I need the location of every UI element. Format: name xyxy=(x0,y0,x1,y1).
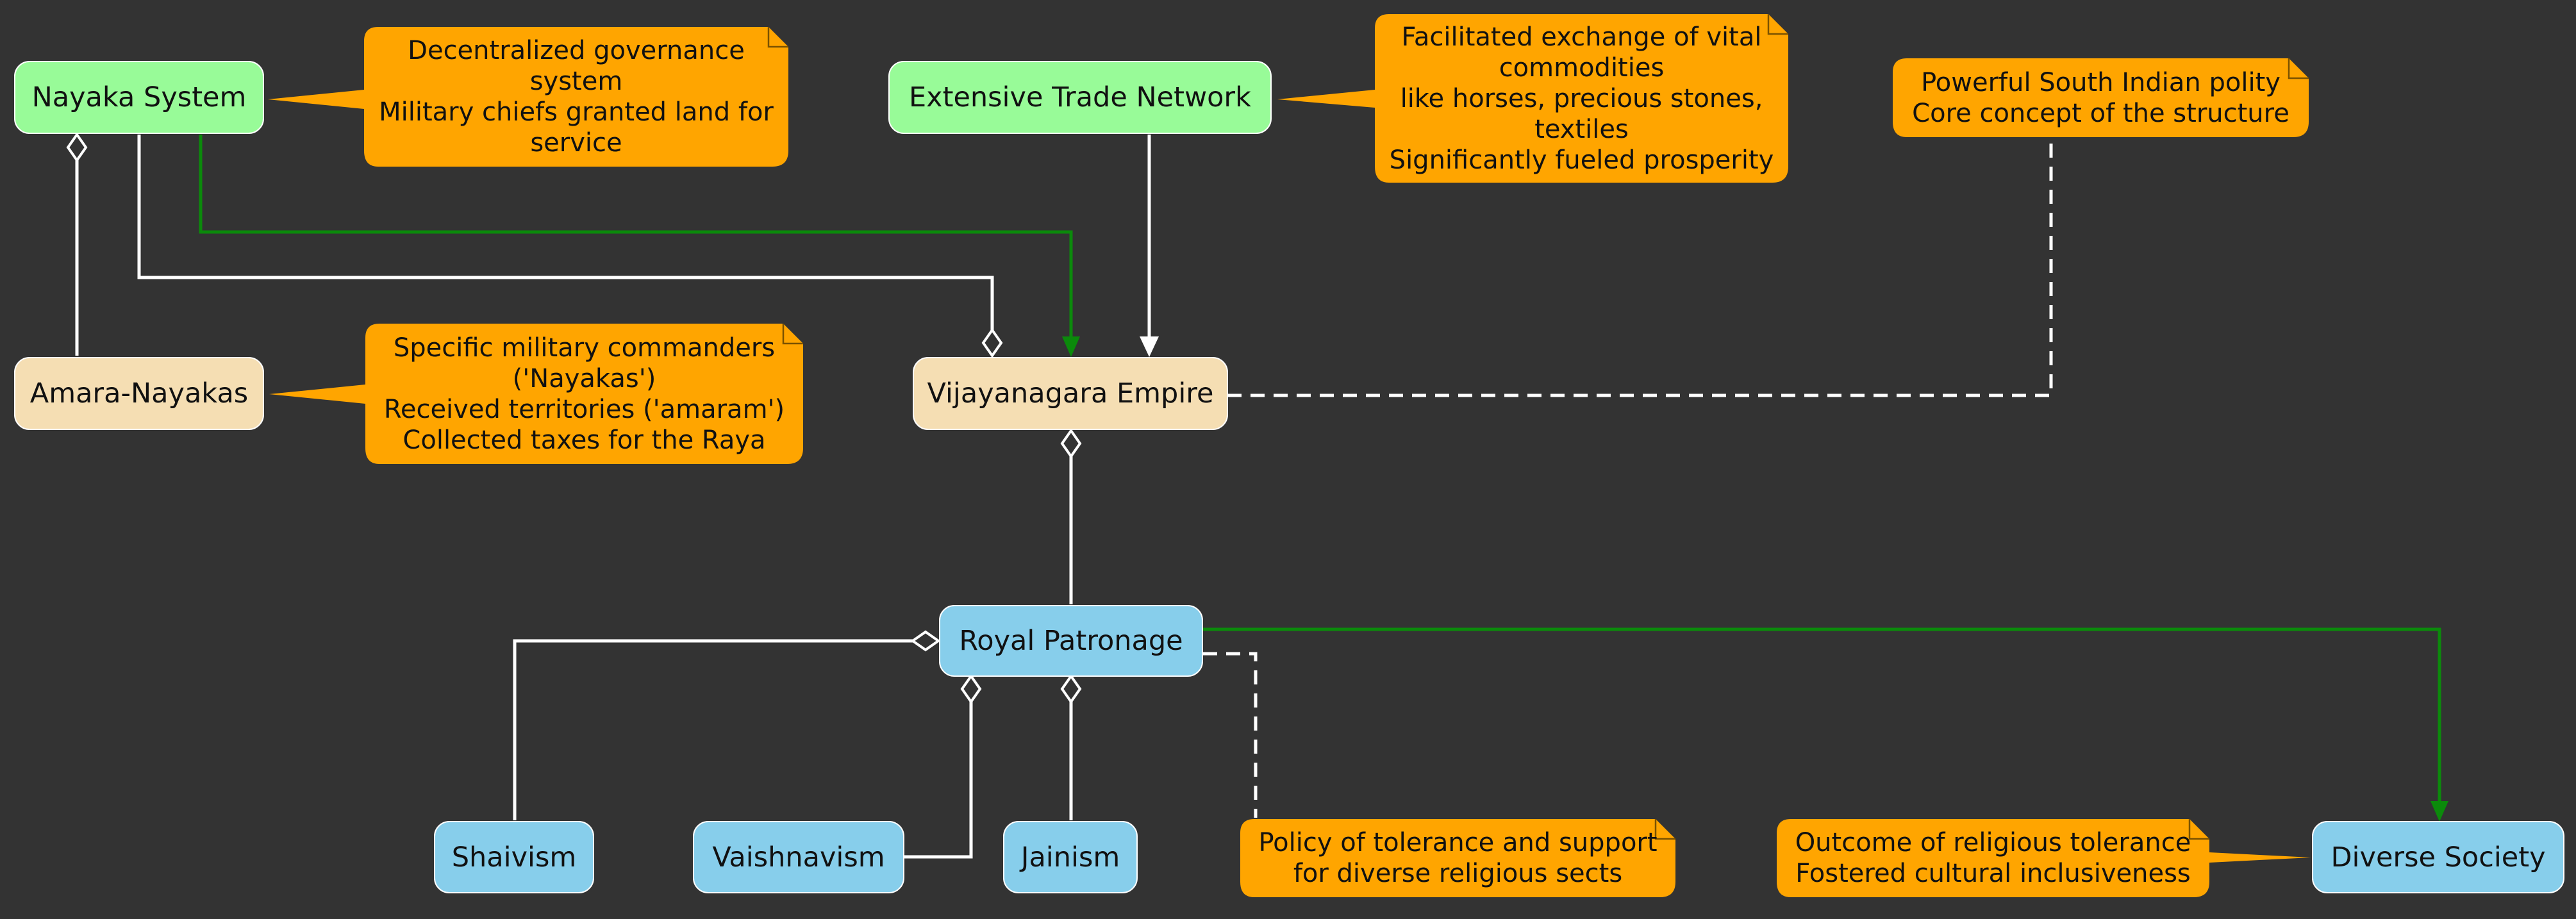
note-shape-outcome xyxy=(1777,819,2311,897)
green-arrowhead-society xyxy=(2431,801,2448,822)
node-shaivism[interactable]: Shaivism xyxy=(434,821,594,893)
note-shape-polity xyxy=(1893,58,2309,137)
note-line: ('Nayakas') xyxy=(512,363,656,393)
note-trade-network: Facilitated exchange of vital commoditie… xyxy=(1375,14,1788,183)
node-jainism[interactable]: Jainism xyxy=(1003,821,1138,893)
note-amara-nayakas: Specific military commanders ('Nayakas')… xyxy=(365,324,803,464)
note-line: textiles xyxy=(1534,114,1629,144)
note-shape-amara xyxy=(269,324,803,464)
green-arrowhead-vijayanagara xyxy=(1062,336,1080,357)
note-line: Collected taxes for the Raya xyxy=(403,425,766,455)
green-edge-patronage-society xyxy=(1203,627,2441,809)
note-nayaka-system: Decentralized governance system Military… xyxy=(364,27,788,167)
note-shape-trade xyxy=(1277,14,1788,183)
node-diverse-society[interactable]: Diverse Society xyxy=(2312,821,2564,893)
note-line: for diverse religious sects xyxy=(1293,859,1623,888)
note-line: commodities xyxy=(1499,53,1665,83)
note-line: Policy of tolerance and support xyxy=(1258,828,1658,857)
note-line: Military chiefs granted land for xyxy=(379,97,774,127)
note-line: system xyxy=(529,67,623,96)
note-religious-tolerance-policy: Policy of tolerance and support for dive… xyxy=(1240,819,1675,897)
note-line: Received territories ('amaram') xyxy=(383,394,785,424)
white-arrowhead-vijayanagara xyxy=(1140,336,1159,357)
edge-patronage-vaishnavism xyxy=(904,702,973,859)
edge-patronage-shaivism xyxy=(513,639,913,820)
note-line: Decentralized governance xyxy=(408,36,745,65)
note-line: Significantly fueled prosperity xyxy=(1389,145,1774,175)
note-shape-nayaka xyxy=(268,27,788,167)
note-line: Outcome of religious tolerance xyxy=(1795,828,2191,857)
note-tolerance-outcome: Outcome of religious tolerance Fostered … xyxy=(1777,819,2209,897)
node-extensive-trade-network[interactable]: Extensive Trade Network xyxy=(888,61,1272,134)
diamond-vijayanagara-left xyxy=(981,327,1003,358)
green-edge-nayaka-vijayanagara xyxy=(199,135,1073,343)
note-line: Core concept of the structure xyxy=(1912,98,2289,128)
note-line: Specific military commanders xyxy=(393,333,776,363)
node-nayaka-system[interactable]: Nayaka System xyxy=(14,61,264,134)
edge-nayaka-vijayanagara xyxy=(137,135,994,330)
diamond-patronage-left xyxy=(910,630,941,652)
note-line: Facilitated exchange of vital xyxy=(1401,22,1762,52)
node-vaishnavism[interactable]: Vaishnavism xyxy=(693,821,904,893)
note-line: service xyxy=(530,128,622,158)
diamond-patronage-bottom xyxy=(1060,674,1082,704)
node-royal-patronage[interactable]: Royal Patronage xyxy=(939,605,1203,677)
dashed-edge-tolerance-note xyxy=(1203,652,1258,818)
note-line: Fostered cultural inclusiveness xyxy=(1795,859,2191,888)
diamond-vijayanagara-bottom xyxy=(1060,428,1082,459)
note-line: like horses, precious stones, xyxy=(1400,83,1763,113)
dashed-edge-polity-note xyxy=(1227,140,2053,397)
diamond-patronage-bottom-left xyxy=(960,674,982,704)
note-shape-tolerance xyxy=(1240,819,1675,897)
node-amara-nayakas[interactable]: Amara-Nayakas xyxy=(14,357,264,430)
note-south-indian-polity: Powerful South Indian polity Core concep… xyxy=(1893,58,2309,137)
node-vijayanagara-empire[interactable]: Vijayanagara Empire xyxy=(913,357,1228,430)
diamond-nayaka-system xyxy=(66,132,88,163)
note-line: Powerful South Indian polity xyxy=(1921,67,2281,97)
